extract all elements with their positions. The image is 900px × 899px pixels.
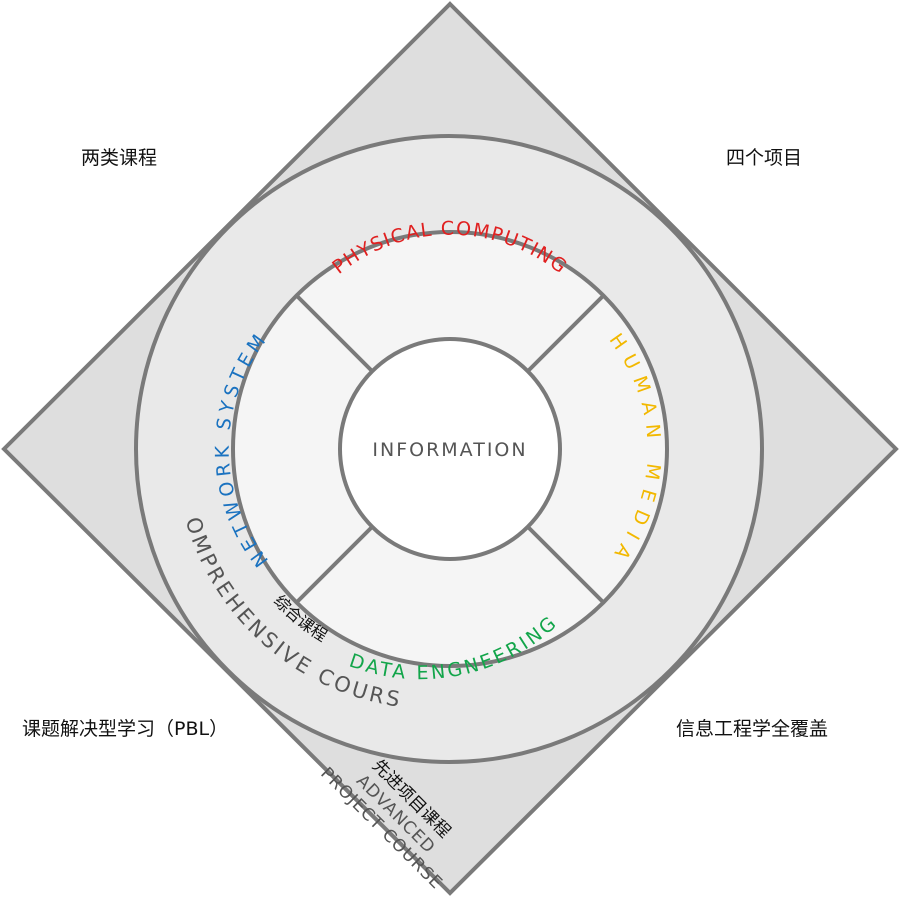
- segment-dividers: [295, 294, 605, 604]
- corner-label-four-projects: 四个项目: [726, 147, 803, 169]
- divider-bottom-left: [295, 525, 374, 604]
- divider-bottom-right: [526, 525, 605, 604]
- center-label: INFORMATION: [372, 439, 527, 461]
- center-circle: [338, 337, 562, 561]
- corner-label-full-coverage: 信息工程学全覆盖: [676, 718, 829, 740]
- corner-label-pbl: 课题解决型学习（PBL）: [22, 718, 229, 740]
- divider-top-left: [295, 294, 374, 373]
- corner-label-two-course-types: 两类课程: [81, 147, 158, 169]
- divider-top-right: [526, 294, 605, 373]
